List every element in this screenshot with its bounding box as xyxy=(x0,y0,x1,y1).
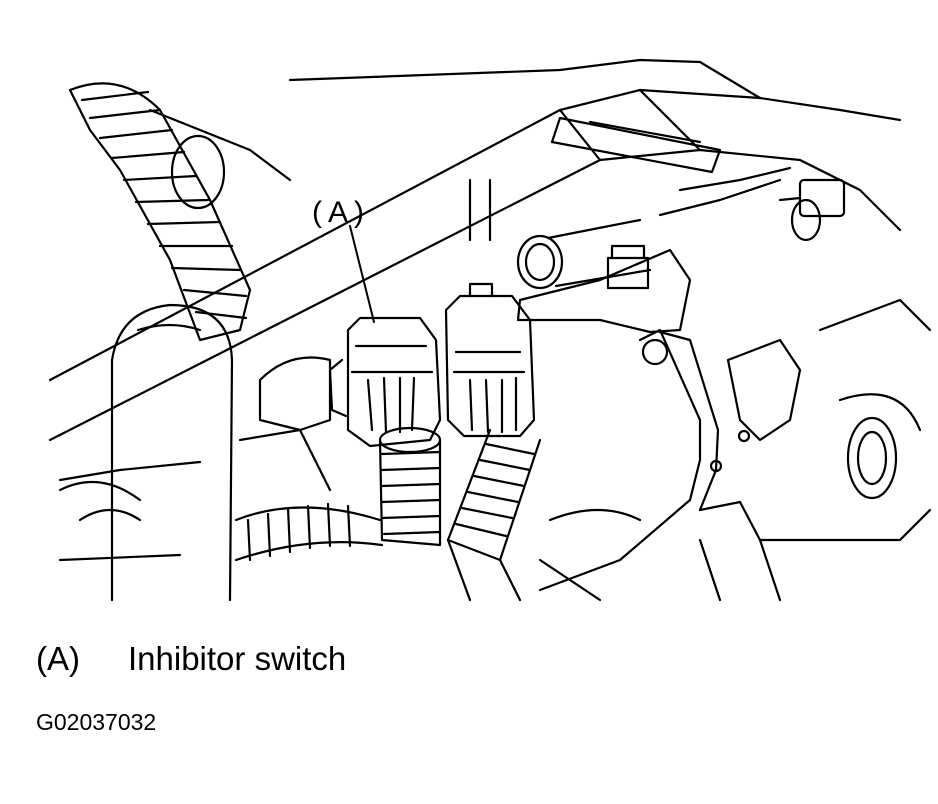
pipe-bracket xyxy=(516,218,720,592)
second-connector xyxy=(444,282,536,438)
legend-row: (A) Inhibitor switch xyxy=(36,640,346,678)
inhibitor-switch-connector xyxy=(328,225,442,454)
figure-code: G02037032 xyxy=(36,709,157,735)
inhibitor-switch-illustration xyxy=(48,58,932,602)
connector-a-harness xyxy=(234,438,442,562)
second-connector-harness xyxy=(446,428,542,602)
right-bolt xyxy=(778,178,846,242)
legend-text: Inhibitor switch xyxy=(128,640,347,677)
legend-key: (A) xyxy=(36,640,80,677)
large-hose xyxy=(110,303,234,602)
frame-rails xyxy=(48,58,902,562)
right-casting xyxy=(698,298,932,602)
callout-label-a: (A) xyxy=(312,196,370,229)
lower-clutter xyxy=(58,356,642,602)
upper-left-harness xyxy=(68,82,292,342)
